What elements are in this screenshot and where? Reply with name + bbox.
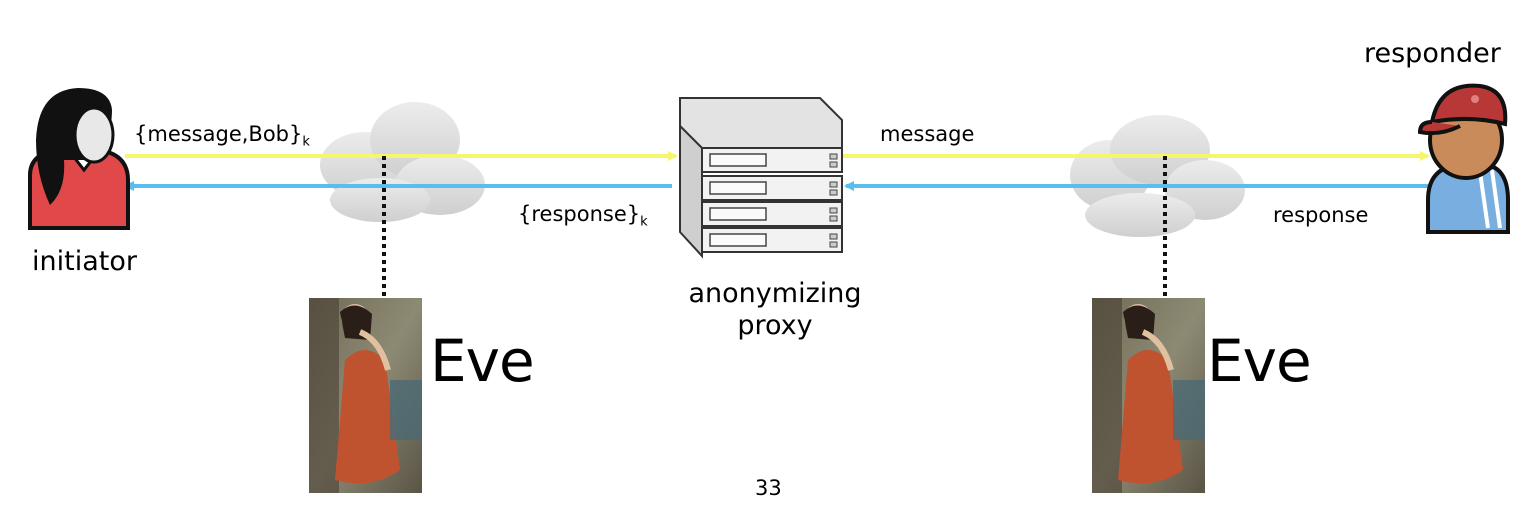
- right-response-label: response: [1273, 203, 1369, 227]
- responder-label: responder: [1364, 38, 1501, 69]
- initiator-icon: [28, 88, 130, 230]
- eve-label-left: Eve: [430, 327, 535, 395]
- initiator-label: initiator: [32, 246, 137, 277]
- network-cloud-left: [320, 102, 485, 222]
- left-request-label: {message,Bob}k: [134, 122, 310, 150]
- proxy-label: anonymizing proxy: [688, 278, 862, 342]
- network-cloud-right: [1070, 115, 1245, 237]
- right-request-label: message: [880, 122, 975, 146]
- left-response-label: {response}k: [518, 202, 648, 230]
- eve-label-right: Eve: [1207, 327, 1312, 395]
- responder-icon: [1417, 83, 1510, 234]
- eve-painting-left: [309, 298, 422, 493]
- proxy-server-icon: [679, 97, 843, 259]
- eve-painting-right: [1092, 298, 1205, 493]
- page-number: 33: [755, 476, 782, 500]
